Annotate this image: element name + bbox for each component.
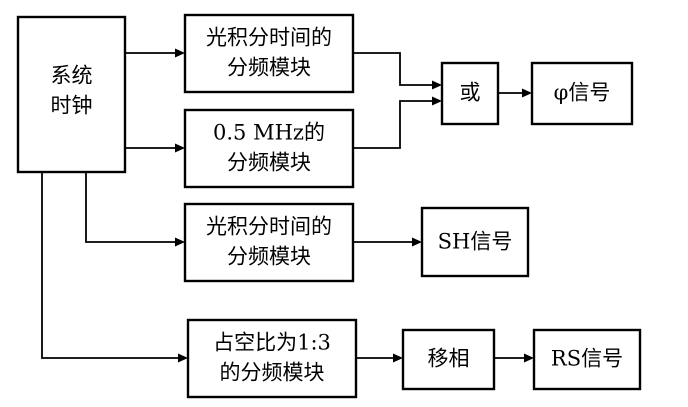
arrowhead-phi <box>522 88 532 98</box>
node-rs-signal: RS信号 <box>532 328 642 391</box>
connector-lines <box>41 48 534 363</box>
node-label-line: φ信号 <box>554 81 611 105</box>
node-label-line: 光积分时间的 <box>206 26 332 50</box>
arrowhead-div-b <box>175 143 185 153</box>
arrowhead-sh <box>412 237 422 247</box>
node-label-line: RS信号 <box>551 347 623 371</box>
node-duty-cycle-divider: 占空比为1:3 的分频模块 <box>186 318 358 399</box>
node-label-line: 占空比为1:3 <box>213 331 331 355</box>
node-label-line: 光积分时间的 <box>206 215 332 239</box>
node-half-mhz-divider: 0.5 MHz的 分频模块 <box>183 108 355 189</box>
node-system-clock: 系统 时钟 <box>16 15 127 174</box>
node-phi-signal: φ信号 <box>530 61 634 126</box>
node-label-line: 分频模块 <box>227 245 311 269</box>
node-label-line: 或 <box>460 81 481 105</box>
edge-clock-to-div-d <box>41 172 180 359</box>
node-label-line: 时钟 <box>51 94 93 118</box>
arrowhead-div-d <box>178 353 188 363</box>
node-integration-time-divider-1: 光积分时间的 分频模块 <box>183 13 355 94</box>
node-or-gate: 或 <box>440 61 500 126</box>
edge-div-a-to-or <box>353 52 434 86</box>
edge-clock-to-div-c <box>85 172 177 243</box>
diagram-nodes: 系统 时钟 光积分时间的 分频模块 0.5 MHz的 分频模块 或 φ信号 光积… <box>16 13 642 399</box>
edge-div-b-to-or <box>353 100 434 149</box>
node-label-line: SH信号 <box>438 230 513 254</box>
node-label-line: 分频模块 <box>227 56 311 80</box>
node-label-line: 0.5 MHz的 <box>213 121 325 145</box>
arrowhead-or-upper <box>432 80 442 90</box>
node-label-line: 移相 <box>428 347 470 371</box>
node-label-line: 的分频模块 <box>220 361 325 385</box>
node-label-line: 分频模块 <box>227 151 311 175</box>
node-integration-time-divider-2: 光积分时间的 分频模块 <box>183 202 355 283</box>
arrowhead-div-a <box>175 48 185 58</box>
node-label-line: 系统 <box>51 64 93 88</box>
arrowhead-div-c <box>175 237 185 247</box>
arrowhead-rs <box>524 353 534 363</box>
node-phase-shift: 移相 <box>401 328 496 391</box>
arrowhead-phase <box>393 353 403 363</box>
arrowhead-or-lower <box>432 96 442 106</box>
node-sh-signal: SH信号 <box>420 206 530 278</box>
